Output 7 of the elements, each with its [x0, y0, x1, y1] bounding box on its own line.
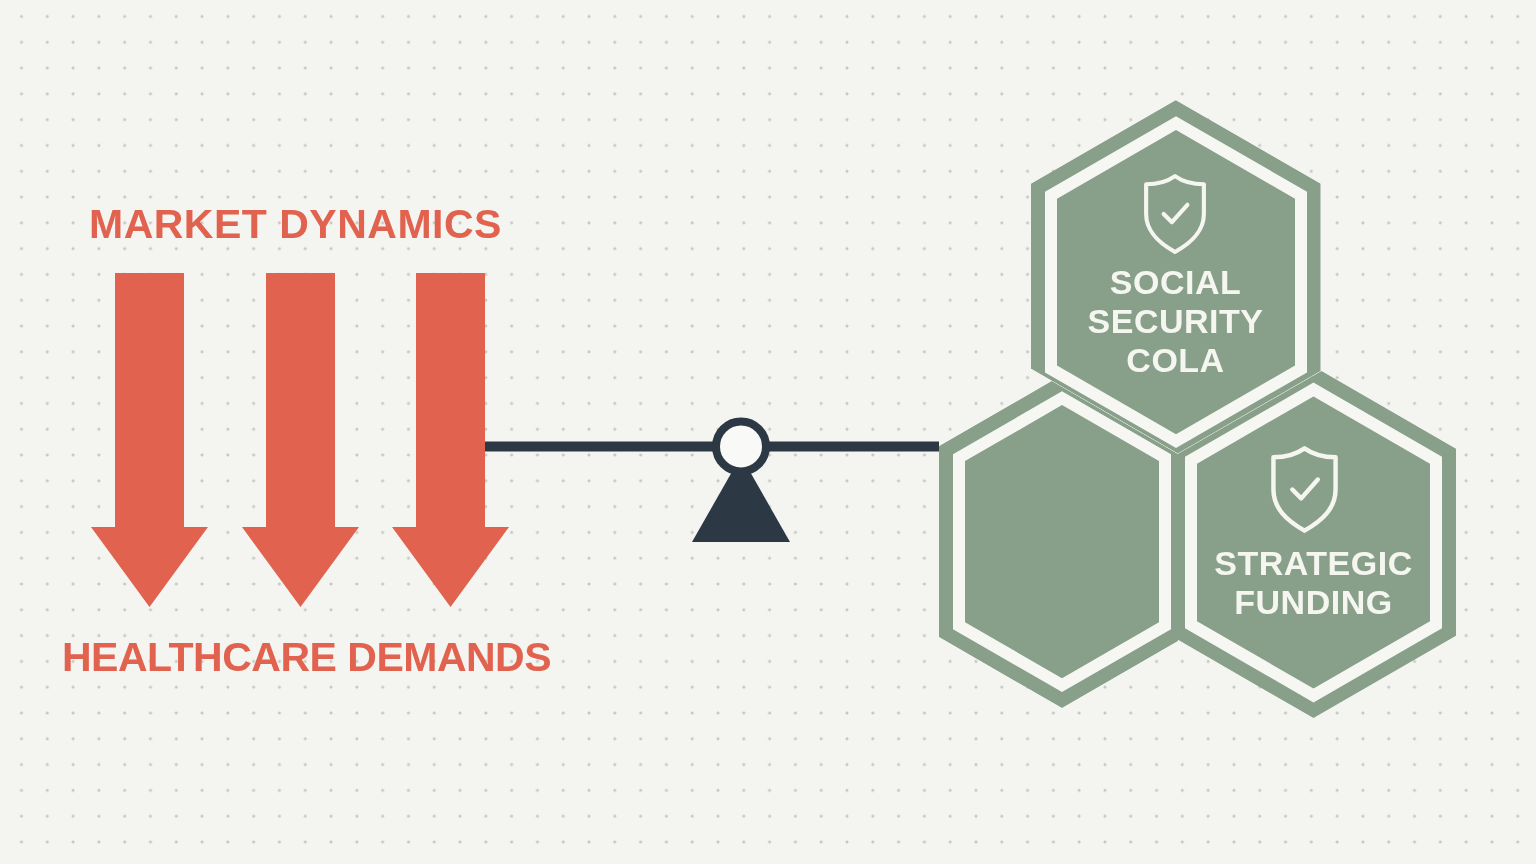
category-label: MARKET DYNAMICS [89, 203, 502, 245]
category-label: HEALTHCARE DEMANDS [62, 636, 552, 678]
balance-beam [485, 441, 939, 452]
tile-label: STRATEGIC FUNDING [1213, 544, 1414, 623]
hexagon-tile [1178, 370, 1456, 719]
hexagon-tile [939, 380, 1178, 709]
tile-label: SOCIAL SECURITY COLA [1086, 262, 1265, 380]
